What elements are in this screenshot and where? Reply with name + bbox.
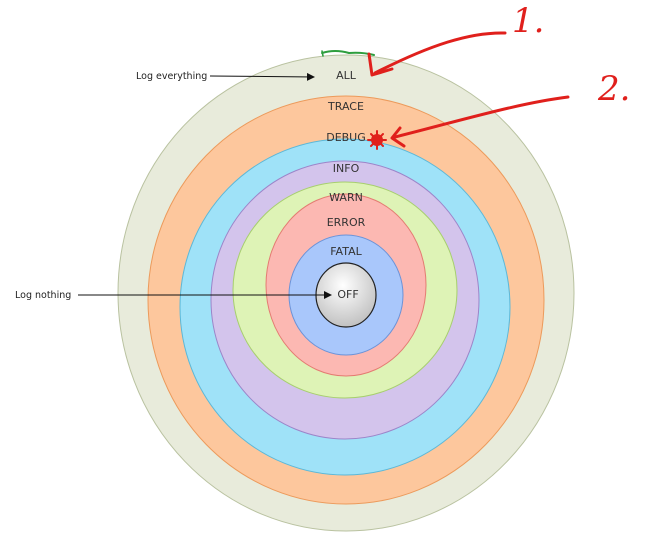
annotation-log-nothing: Log nothing [15, 290, 71, 301]
red-star-spikes [367, 130, 387, 150]
red-arrowhead-2 [390, 126, 406, 148]
level-label-all: ALL [336, 69, 357, 82]
annotation-mark-2: 2. [597, 69, 630, 109]
red-arrowhead-1 [367, 52, 394, 77]
level-label-debug: DEBUG [326, 131, 366, 144]
red-star-marker [367, 130, 387, 150]
level-label-trace: TRACE [327, 100, 364, 113]
level-label-error: ERROR [327, 216, 366, 229]
red-arrow-1 [373, 31, 507, 75]
annotation-mark-1: 1. [512, 1, 544, 41]
arrow-log-everything [209, 72, 315, 81]
green-pen-tick [321, 50, 324, 57]
annotation-log-everything: Log everything [136, 71, 207, 82]
level-label-info: INFO [333, 162, 360, 175]
red-arrow-2 [393, 95, 570, 139]
level-label-fatal: FATAL [330, 245, 362, 258]
green-pen-mark [321, 50, 375, 56]
level-label-warn: WARN [329, 191, 363, 204]
level-label-off: OFF [337, 288, 358, 301]
